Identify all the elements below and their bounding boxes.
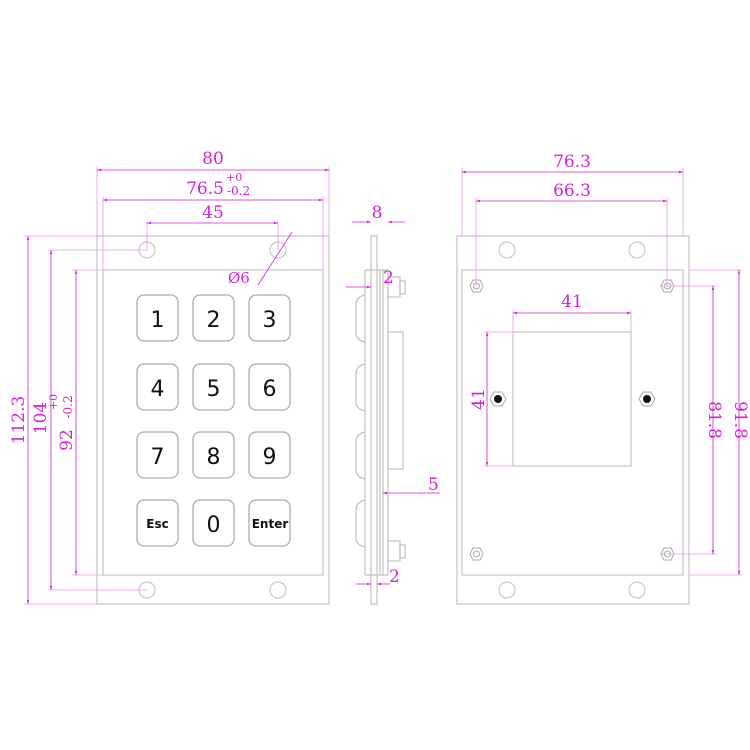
mounting-hole-icon — [269, 581, 287, 599]
key-label: 7 — [151, 445, 165, 470]
dim-window-width: 41 — [561, 292, 583, 312]
key-6[interactable]: 6 — [248, 363, 291, 411]
key-esc[interactable]: Esc — [136, 499, 179, 547]
key-label: 6 — [263, 377, 277, 402]
dim-hole-spacing: 45 — [202, 203, 224, 223]
key-enter[interactable]: Enter — [248, 499, 291, 547]
mounting-hole-icon — [498, 581, 516, 599]
key-8[interactable]: 8 — [192, 431, 235, 479]
key-1[interactable]: 1 — [136, 294, 179, 342]
dim-hole-diameter: Ø6 — [228, 269, 250, 287]
key-4[interactable]: 4 — [136, 363, 179, 411]
key-label: 5 — [207, 377, 221, 402]
dim-total-depth: 8 — [372, 203, 383, 223]
rear-outer-plate — [456, 235, 690, 605]
key-label: Enter — [252, 517, 289, 531]
key-9[interactable]: 9 — [248, 431, 291, 479]
mounting-hole-icon — [628, 581, 646, 599]
key-3[interactable]: 3 — [248, 294, 291, 342]
key-0[interactable]: 0 — [192, 499, 235, 547]
key-7[interactable]: 7 — [136, 431, 179, 479]
connector-window — [512, 331, 632, 467]
key-label: 8 — [207, 445, 221, 470]
key-label: 3 — [263, 308, 277, 333]
rear-dimensions — [461, 168, 742, 576]
dim-keypad-height: 92 — [57, 429, 77, 451]
dim-panel-height: 104 — [31, 402, 51, 434]
front-horizontal-dimensions — [96, 167, 330, 286]
key-2[interactable]: 2 — [192, 294, 235, 342]
front-keypad-panel — [102, 269, 324, 576]
dim-panel-width-tol-upper: +0 — [226, 171, 242, 184]
dim-stud-spacing-v: 81.8 — [704, 401, 724, 439]
rear-pcb — [461, 269, 684, 576]
dim-panel-width: 76.5 — [186, 179, 224, 199]
dim-bottom-offset: 2 — [389, 567, 400, 587]
key-label: 0 — [207, 513, 221, 538]
side-dimensions — [346, 220, 440, 586]
key-label: 2 — [207, 308, 221, 333]
dim-keypad-height-tol-upper: +0 — [47, 394, 60, 410]
hex-stud-icon — [469, 279, 675, 561]
key-label: Esc — [146, 517, 168, 531]
keypad: 1 2 3 4 5 6 — [136, 294, 291, 547]
dim-panel-width-tol-lower: -0.2 — [227, 184, 250, 198]
screw-icon — [489, 391, 656, 407]
mounting-hole-icon — [498, 241, 516, 259]
key-label: 9 — [263, 445, 277, 470]
dim-overall-height: 112.3 — [9, 396, 29, 445]
dim-rear-overall-width: 76.3 — [553, 152, 591, 172]
rear-view: 76.3 66.3 41 41 81.8 91.8 — [456, 152, 750, 605]
dim-stud-spacing-h: 66.3 — [553, 181, 591, 201]
key-label: 1 — [151, 308, 165, 333]
front-view: 1 2 3 4 5 6 — [9, 149, 330, 605]
dim-stud-length: 5 — [428, 475, 439, 495]
key-label: 4 — [151, 377, 165, 402]
dim-overall-width: 80 — [202, 149, 224, 169]
side-view — [355, 235, 406, 605]
dim-window-height: 41 — [469, 388, 489, 410]
front-vertical-dimensions — [24, 235, 147, 605]
dim-rear-overall-height: 91.8 — [730, 401, 750, 439]
front-outer-plate — [96, 235, 330, 605]
dim-top-offset: 2 — [383, 268, 394, 288]
mounting-hole-icon — [628, 241, 646, 259]
key-5[interactable]: 5 — [192, 363, 235, 411]
dim-keypad-height-tol-lower: -0.2 — [61, 395, 75, 418]
